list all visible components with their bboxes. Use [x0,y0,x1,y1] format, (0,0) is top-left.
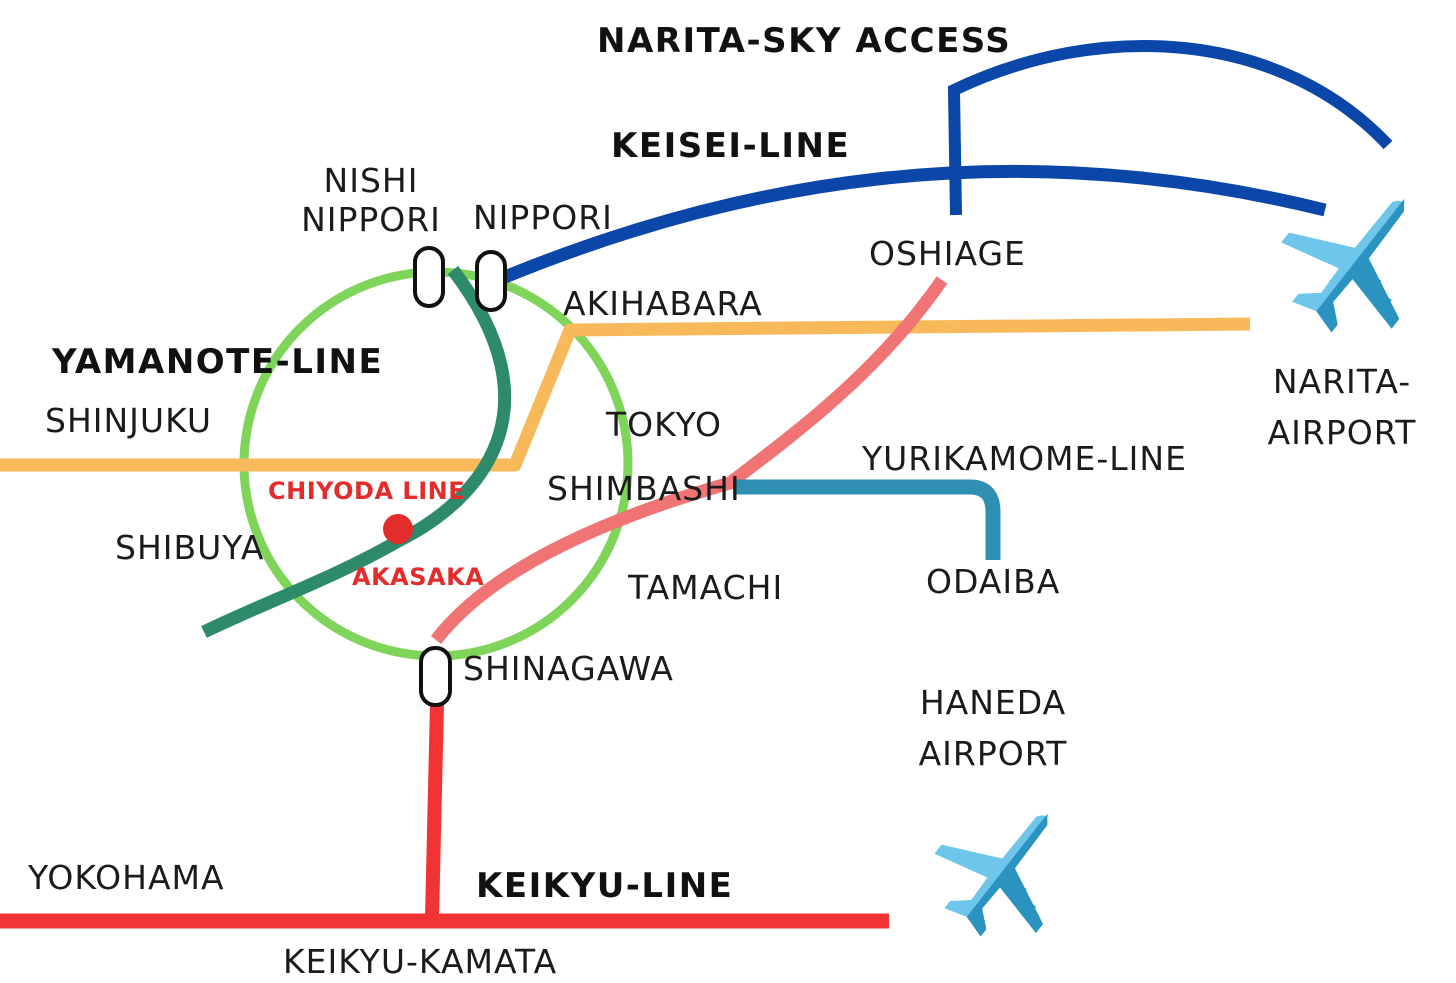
narita-sky-access-label: NARITA-SKY ACCESS [597,21,1012,61]
akasaka-label: AKASAKA [352,563,485,591]
yokohama-label: YOKOHAMA [28,858,225,897]
nippori-marker [475,250,507,312]
shinjuku-label: SHINJUKU [45,401,212,440]
nishi-nippori-label-line1: NISHI [323,161,419,200]
haneda-airport-label: HANEDA AIRPORT [912,677,1074,779]
keikyu-line-label: KEIKYU-LINE [476,866,734,906]
narita-airport-label: NARITA- AIRPORT [1258,356,1426,458]
airplane-icon [934,813,1048,937]
nishi-nippori-label: NISHI NIPPORI [298,161,444,239]
haneda-airport-label-line2: AIRPORT [918,734,1068,774]
yamanote-line-label: YAMANOTE-LINE [52,342,384,382]
keikyu-kamata-label: KEIKYU-KAMATA [283,942,558,981]
akasaka-dot [383,514,413,544]
shimbashi-label: SHIMBASHI [547,469,741,508]
odaiba-label: ODAIBA [926,562,1061,601]
tokyo-label: TOKYO [606,405,722,444]
chiyoda-line-label: CHIYODA LINE [268,477,466,505]
haneda-airport-label-line1: HANEDA [919,683,1067,722]
oshiage-label: OSHIAGE [869,234,1026,273]
keikyu-line [425,702,444,919]
shibuya-label: SHIBUYA [115,528,265,567]
yurikamome-line-label: YURIKAMOME-LINE [862,439,1187,478]
narita-airport-label-line2: AIRPORT [1267,413,1417,453]
akihabara-label: AKIHABARA [563,284,763,323]
chiyoda-line [201,266,512,638]
keisei-line-label: KEISEI-LINE [611,126,851,166]
narita-sky-access-line [947,40,1393,216]
yurikamome-line [733,479,1001,560]
keisei-line [502,164,1327,284]
narita-airport-label-line1: NARITA- [1272,362,1412,401]
asakusa-line [430,276,948,644]
nishi-nippori-marker [413,246,445,308]
shinagawa-label: SHINAGAWA [463,649,674,688]
tamachi-label: TAMACHI [628,568,784,607]
nishi-nippori-label-line2: NIPPORI [301,199,441,239]
nippori-label: NIPPORI [473,198,613,237]
airplane-icon [1281,198,1405,333]
shinagawa-marker [419,646,452,707]
